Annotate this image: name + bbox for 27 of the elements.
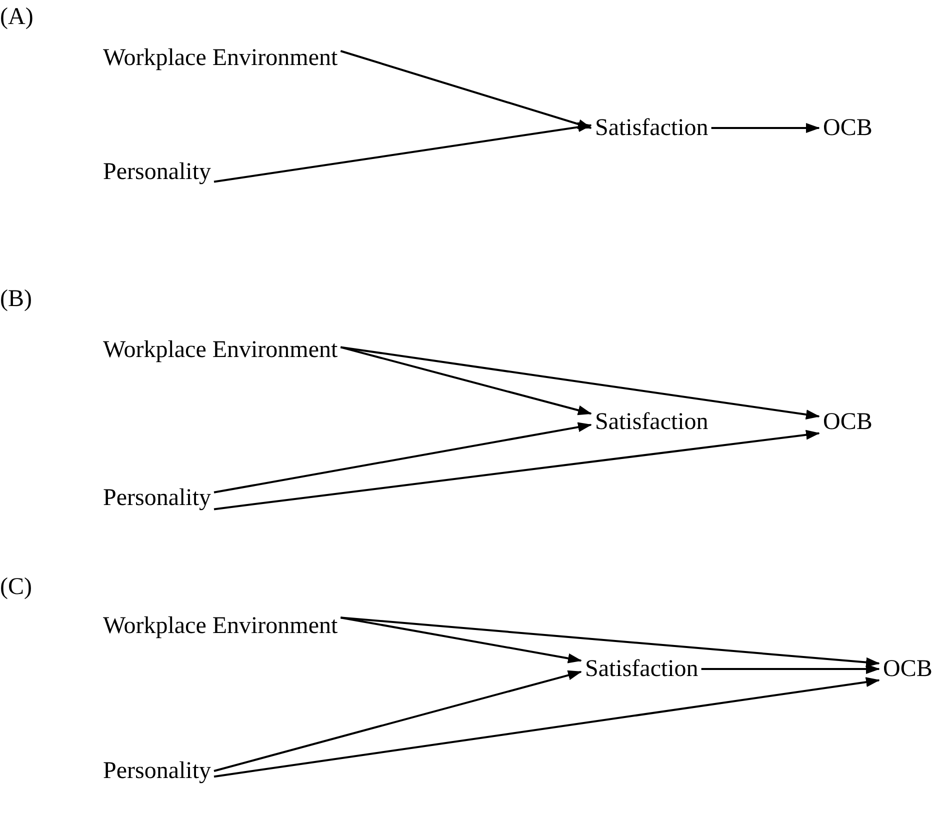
arrow <box>340 616 582 664</box>
variable-label: OCB <box>823 408 872 436</box>
arrow <box>214 677 880 778</box>
arrow <box>214 122 592 183</box>
arrow <box>340 616 880 668</box>
variable-label: Workplace Environment <box>103 336 338 364</box>
arrow <box>214 422 592 494</box>
variable-label: OCB <box>883 655 932 683</box>
variable-label: OCB <box>823 114 872 142</box>
arrow <box>340 50 592 129</box>
variable-label: Personality <box>103 757 211 785</box>
panel-label: (C) <box>0 573 32 601</box>
variable-label: Satisfaction <box>595 114 708 142</box>
arrow <box>340 346 820 420</box>
panel-label: (A) <box>0 3 34 31</box>
arrow <box>340 346 592 416</box>
arrow <box>214 670 582 772</box>
variable-label: Personality <box>103 158 211 186</box>
panel-label: (B) <box>0 285 32 313</box>
variable-label: Workplace Environment <box>103 612 338 640</box>
arrow <box>711 123 820 133</box>
variable-label: Satisfaction <box>585 655 698 683</box>
arrow <box>701 664 880 674</box>
variable-label: Satisfaction <box>595 408 708 436</box>
arrow <box>214 430 820 510</box>
variable-label: Workplace Environment <box>103 44 338 72</box>
variable-label: Personality <box>103 484 211 512</box>
